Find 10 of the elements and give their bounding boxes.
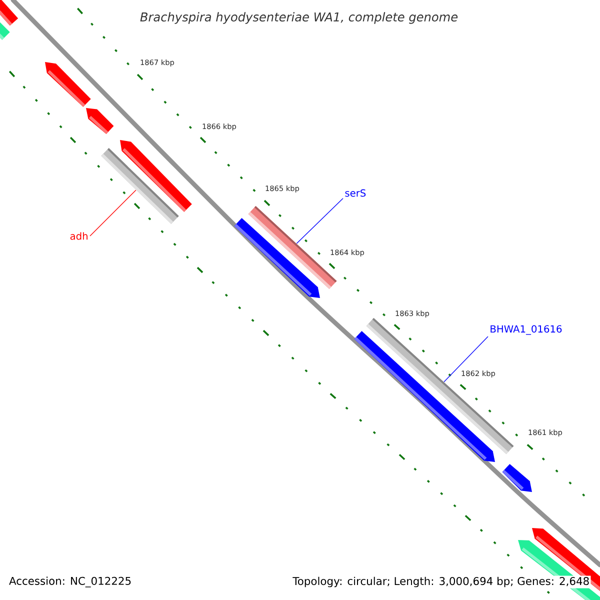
leader-line	[444, 336, 488, 382]
title: Brachyspira hyodysenteriae WA1, complete genome	[140, 12, 458, 24]
gene-bar	[101, 148, 179, 224]
gene-label: BHWA1_01616	[490, 325, 562, 335]
gene-label: serS	[345, 189, 366, 197]
footer-text: Accession: NC_012225	[9, 576, 131, 588]
footer-text: Topology: circular; Length: 3,000,694 bp; Genes: 2,648	[292, 576, 591, 588]
leader-line	[296, 198, 344, 244]
leader-line	[90, 190, 136, 236]
gene-label: adh	[70, 232, 88, 240]
